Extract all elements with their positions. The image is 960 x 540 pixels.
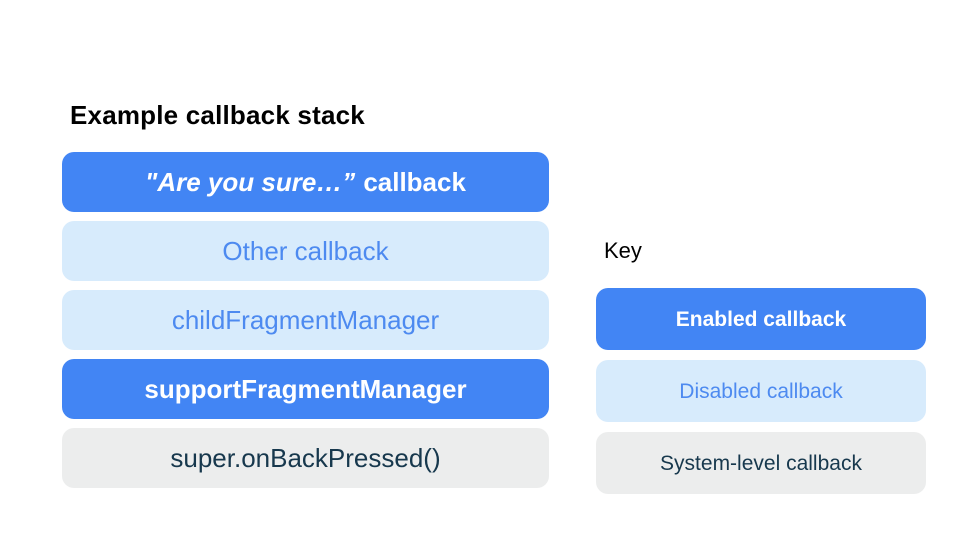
callback-label-rest: callback xyxy=(363,167,466,197)
callback-box-are-you-sure: "Are you sure…” callback xyxy=(62,152,549,212)
key-legend: Enabled callback Disabled callback Syste… xyxy=(596,288,926,494)
page-title: Example callback stack xyxy=(70,100,365,130)
callback-box-support-fragment-manager: supportFragmentManager xyxy=(62,359,549,419)
callback-label-quoted: "Are you sure…” xyxy=(145,167,356,197)
key-box-system-level-callback: System-level callback xyxy=(596,432,926,494)
key-box-disabled-callback: Disabled callback xyxy=(596,360,926,422)
callback-stack: "Are you sure…” callback Other callback … xyxy=(62,152,549,488)
key-box-enabled-callback: Enabled callback xyxy=(596,288,926,350)
callback-box-child-fragment-manager: childFragmentManager xyxy=(62,290,549,350)
callback-box-super-on-back-pressed: super.onBackPressed() xyxy=(62,428,549,488)
callback-box-other: Other callback xyxy=(62,221,549,281)
key-title: Key xyxy=(604,238,642,263)
